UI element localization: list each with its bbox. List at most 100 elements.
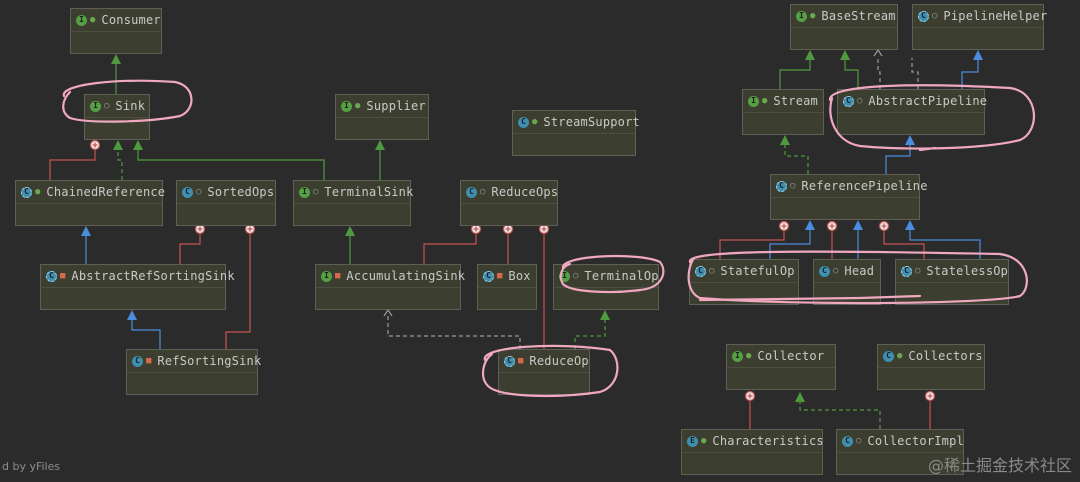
edge-arrowhead xyxy=(805,50,815,60)
node-supplier[interactable]: I●Supplier xyxy=(335,94,429,140)
node-basestream[interactable]: I●BaseStream xyxy=(790,4,898,50)
package-visibility-icon: ○ xyxy=(932,11,938,21)
node-label: ReduceOp xyxy=(529,354,589,368)
edge-2 xyxy=(117,148,123,180)
edge-end-markers xyxy=(81,48,983,402)
public-visibility-icon: ● xyxy=(532,117,538,127)
edge-1 xyxy=(49,146,96,180)
class-icon: C xyxy=(518,116,529,128)
node-label: Collector xyxy=(757,349,825,363)
package-visibility-icon: ○ xyxy=(833,266,839,276)
package-visibility-icon: ○ xyxy=(480,187,486,197)
node-referencepipeline[interactable]: C○ReferencePipeline xyxy=(770,174,927,220)
abstract-icon: C xyxy=(695,265,706,277)
public-visibility-icon: ● xyxy=(701,436,707,446)
abstract-icon: C xyxy=(901,265,912,277)
node-label: ReduceOps xyxy=(491,185,559,199)
interface-icon: I xyxy=(559,270,570,282)
node-terminalop[interactable]: I○ TerminalOp xyxy=(553,264,659,310)
node-refsortingsink[interactable]: C■RefSortingSink xyxy=(126,349,262,395)
private-visibility-icon: ■ xyxy=(335,271,341,281)
node-label: Head xyxy=(844,264,875,278)
node-label: Characteristics xyxy=(712,434,824,448)
public-visibility-icon: ● xyxy=(762,96,768,106)
edge-15 xyxy=(779,60,811,89)
package-visibility-icon: ○ xyxy=(856,436,862,446)
node-label: Supplier xyxy=(366,99,426,113)
class-icon: C xyxy=(132,355,143,367)
edge-29 xyxy=(799,402,881,429)
package-visibility-icon: ○ xyxy=(104,101,110,111)
node-abstractpipeline[interactable]: C○AbstractPipeline xyxy=(837,89,988,135)
inner-class-marker xyxy=(878,220,890,232)
node-label: Consumer xyxy=(101,13,161,27)
node-collectors[interactable]: C●Collectors xyxy=(877,344,985,390)
edge-arrowhead xyxy=(111,54,121,64)
package-visibility-icon: ○ xyxy=(196,187,202,197)
inner-class-marker xyxy=(924,390,936,402)
node-chainedref[interactable]: C●ChainedReference xyxy=(15,180,165,226)
node-label: Sink xyxy=(115,99,146,113)
public-visibility-icon: ● xyxy=(90,15,96,25)
node-label: ReferencePipeline xyxy=(801,179,928,193)
abstract-icon: C xyxy=(21,186,32,198)
edge-arrowhead xyxy=(383,308,393,317)
edge-arrowhead xyxy=(375,140,385,150)
package-visibility-icon: ○ xyxy=(915,266,921,276)
edge-7 xyxy=(131,318,161,349)
watermark: @稀土掘金技术社区 xyxy=(927,456,1072,475)
node-terminalsink[interactable]: I○TerminalSink xyxy=(293,180,414,226)
node-label: Box xyxy=(508,269,531,283)
edge-arrowhead xyxy=(853,220,863,230)
node-statelessop[interactable]: C○ StatelessOp xyxy=(895,259,1009,305)
node-streamsupport[interactable]: C● StreamSupport xyxy=(512,110,640,156)
node-collectorimpl[interactable]: C○CollectorImpl xyxy=(836,429,964,475)
node-label: AccumulatingSink xyxy=(346,269,466,283)
edge-23 xyxy=(769,228,811,259)
node-sink[interactable]: I○Sink xyxy=(84,94,150,140)
edge-26 xyxy=(883,230,925,259)
node-reduceop[interactable]: C■ReduceOp xyxy=(498,349,590,395)
node-label: StatelessOp xyxy=(926,264,1009,278)
node-abstractrefsortingsink[interactable]: C■AbstractRefSortingSink xyxy=(40,264,235,310)
abstract-icon: C xyxy=(776,180,787,192)
edge-arrowhead xyxy=(840,50,850,60)
edge-22 xyxy=(719,230,785,259)
public-visibility-icon: ● xyxy=(746,351,752,361)
node-box[interactable]: C■ Box xyxy=(477,264,537,310)
node-characteristics[interactable]: E●Characteristics xyxy=(681,429,824,475)
edge-14 xyxy=(574,318,606,349)
node-statefulop[interactable]: C○StatefulOp xyxy=(689,259,799,305)
node-label: TerminalOp xyxy=(584,269,659,283)
edge-arrowhead xyxy=(905,220,915,230)
inner-class-marker xyxy=(502,223,514,235)
private-visibility-icon: ■ xyxy=(518,356,524,366)
node-accumulatingsink[interactable]: I■AccumulatingSink xyxy=(315,264,465,310)
node-head[interactable]: C○Head xyxy=(813,259,881,305)
node-label: TerminalSink xyxy=(324,185,414,199)
edge-8 xyxy=(225,234,251,349)
node-stream[interactable]: I●Stream xyxy=(742,89,824,135)
package-visibility-icon: ○ xyxy=(573,271,579,281)
node-collector[interactable]: I●Collector xyxy=(726,344,836,390)
edge-arrowhead xyxy=(133,140,143,150)
edge-arrowhead xyxy=(795,392,805,402)
abstract-icon: C xyxy=(483,270,494,282)
node-label: RefSortingSink xyxy=(157,354,262,368)
package-visibility-icon: ○ xyxy=(857,96,863,106)
public-visibility-icon: ● xyxy=(35,187,41,197)
node-label: StreamSupport xyxy=(543,115,640,129)
node-reduceops[interactable]: C○ReduceOps xyxy=(460,180,558,226)
interface-icon: I xyxy=(796,10,807,22)
node-label: AbstractPipeline xyxy=(868,94,988,108)
edge-arrowhead xyxy=(345,226,355,236)
private-visibility-icon: ■ xyxy=(497,271,503,281)
node-consumer[interactable]: I●Consumer xyxy=(70,8,162,54)
edge-17 xyxy=(877,58,881,89)
node-pipelinehelper[interactable]: C○PipelineHelper xyxy=(912,4,1047,50)
node-sortedops[interactable]: C○SortedOps xyxy=(176,180,276,226)
public-visibility-icon: ● xyxy=(897,351,903,361)
interface-icon: I xyxy=(748,95,759,107)
edge-arrowhead xyxy=(113,140,123,150)
